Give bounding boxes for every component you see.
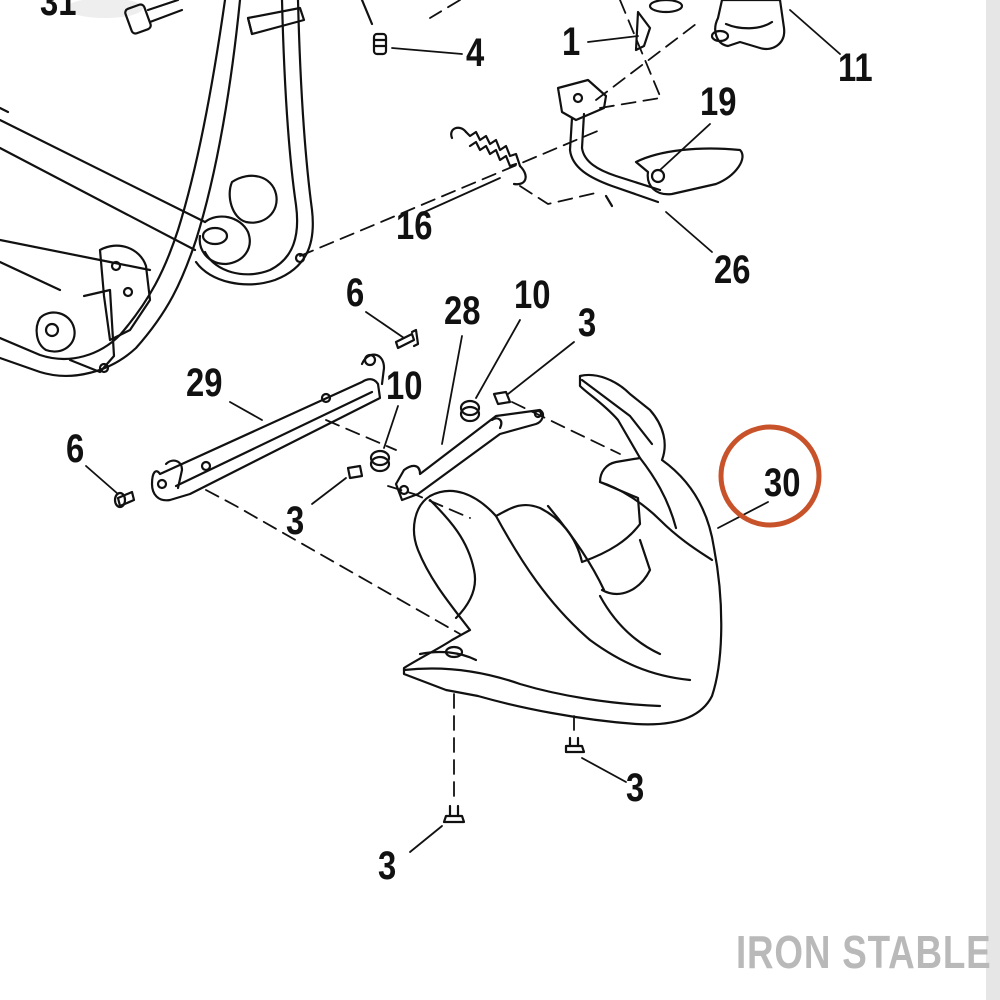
callout-3-left: 3 xyxy=(286,499,305,543)
assembly-guide-lines xyxy=(205,0,697,801)
belly-pan-part-30 xyxy=(402,373,723,726)
callout-10-lower: 10 xyxy=(386,364,423,408)
callout-6-upper: 6 xyxy=(346,271,365,315)
spring-part-16 xyxy=(450,126,527,186)
callout-26: 26 xyxy=(714,248,751,292)
callout-3-right: 3 xyxy=(626,766,645,810)
callout-1: 1 xyxy=(562,20,581,64)
leader-lines xyxy=(85,9,841,853)
callout-16: 16 xyxy=(396,204,433,248)
side-stand-part-26 xyxy=(556,78,744,208)
callout-3-bottom: 3 xyxy=(378,844,397,888)
bracket-part-29 xyxy=(150,353,386,502)
pin-part-1 xyxy=(634,0,684,52)
hardware-fasteners xyxy=(113,328,586,824)
callout-11: 11 xyxy=(838,46,873,90)
watermark-logo: IRON STABLE xyxy=(736,926,992,978)
callout-29: 29 xyxy=(186,361,223,405)
frame-assembly xyxy=(0,0,314,377)
page-edge-strip xyxy=(986,0,1000,1000)
bracket-part-28 xyxy=(394,408,545,502)
bracket-part-11 xyxy=(710,0,786,51)
stud-part-4 xyxy=(360,0,388,56)
callout-31: 31 xyxy=(40,0,77,24)
callout-19: 19 xyxy=(700,80,737,124)
callout-4: 4 xyxy=(466,31,485,75)
callout-10-upper: 10 xyxy=(514,273,551,317)
callout-28: 28 xyxy=(444,289,481,333)
callout-6-lower: 6 xyxy=(66,427,85,471)
highlight-circle xyxy=(718,424,822,528)
callout-3-upper: 3 xyxy=(578,301,597,345)
callout-30: 30 xyxy=(764,461,801,505)
